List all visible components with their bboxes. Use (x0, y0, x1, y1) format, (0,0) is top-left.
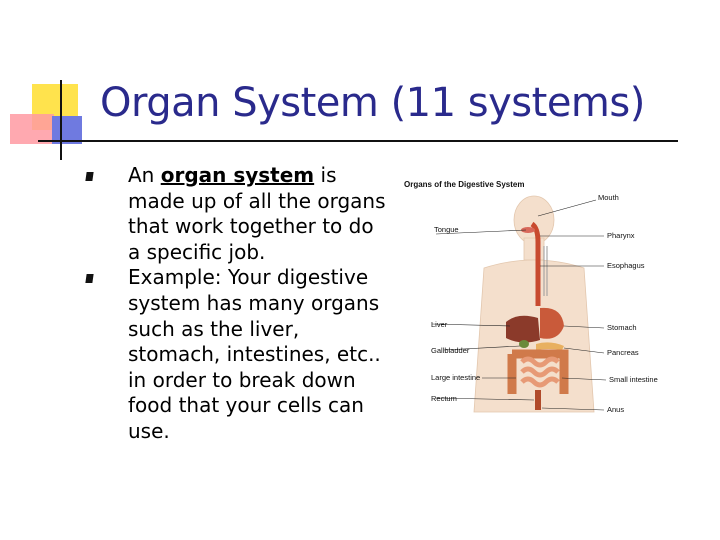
liver-shape (506, 315, 540, 343)
decor-horizontal-line (38, 140, 678, 142)
esophagus-shape (530, 221, 541, 306)
bullet-text-before: An (128, 163, 161, 187)
bullet-item-definition: An organ system is made up of all the or… (85, 163, 386, 265)
label-small-intestine: Small intestine (609, 375, 658, 384)
label-mouth: Mouth (598, 193, 619, 202)
small-intestine-shape (520, 356, 560, 388)
decor-blue-square (52, 116, 82, 144)
label-gallbladder: Gallbladder (431, 346, 470, 355)
label-liver: Liver (431, 320, 448, 329)
tongue-shape (521, 227, 535, 233)
bullet-term: organ system (160, 163, 315, 187)
bullet-text-example: Example: Your digestive system has many … (128, 265, 381, 443)
gallbladder-shape (519, 340, 529, 348)
slide-title: Organ System (11 systems) (100, 80, 645, 126)
label-pharynx: Pharynx (607, 231, 635, 240)
digestive-system-diagram: Organs of the Digestive System (404, 180, 658, 414)
trachea-shape (543, 246, 548, 296)
pancreas-shape (536, 342, 564, 350)
label-pancreas: Pancreas (607, 348, 639, 357)
square-bullet-icon (85, 172, 94, 181)
label-anus: Anus (607, 405, 624, 414)
bullet-text-after: is made up of all the organs that work t… (128, 163, 386, 264)
decor-pink-square (10, 114, 54, 144)
label-stomach: Stomach (607, 323, 637, 332)
square-bullet-icon (85, 274, 94, 284)
decor-vertical-line (60, 80, 62, 160)
bullet-item-example: Example: Your digestive system has many … (85, 265, 386, 444)
stomach-shape (540, 307, 564, 339)
label-rectum: Rectum (431, 394, 457, 403)
leader-lines (431, 199, 607, 411)
label-tongue: Tongue (434, 225, 459, 234)
bullet-list: An organ system is made up of all the or… (85, 163, 386, 445)
label-esophagus: Esophagus (607, 261, 645, 270)
label-large-intestine: Large intestine (431, 373, 480, 382)
figure-title: Organs of the Digestive System (404, 180, 524, 189)
large-intestine-shape (507, 349, 569, 394)
